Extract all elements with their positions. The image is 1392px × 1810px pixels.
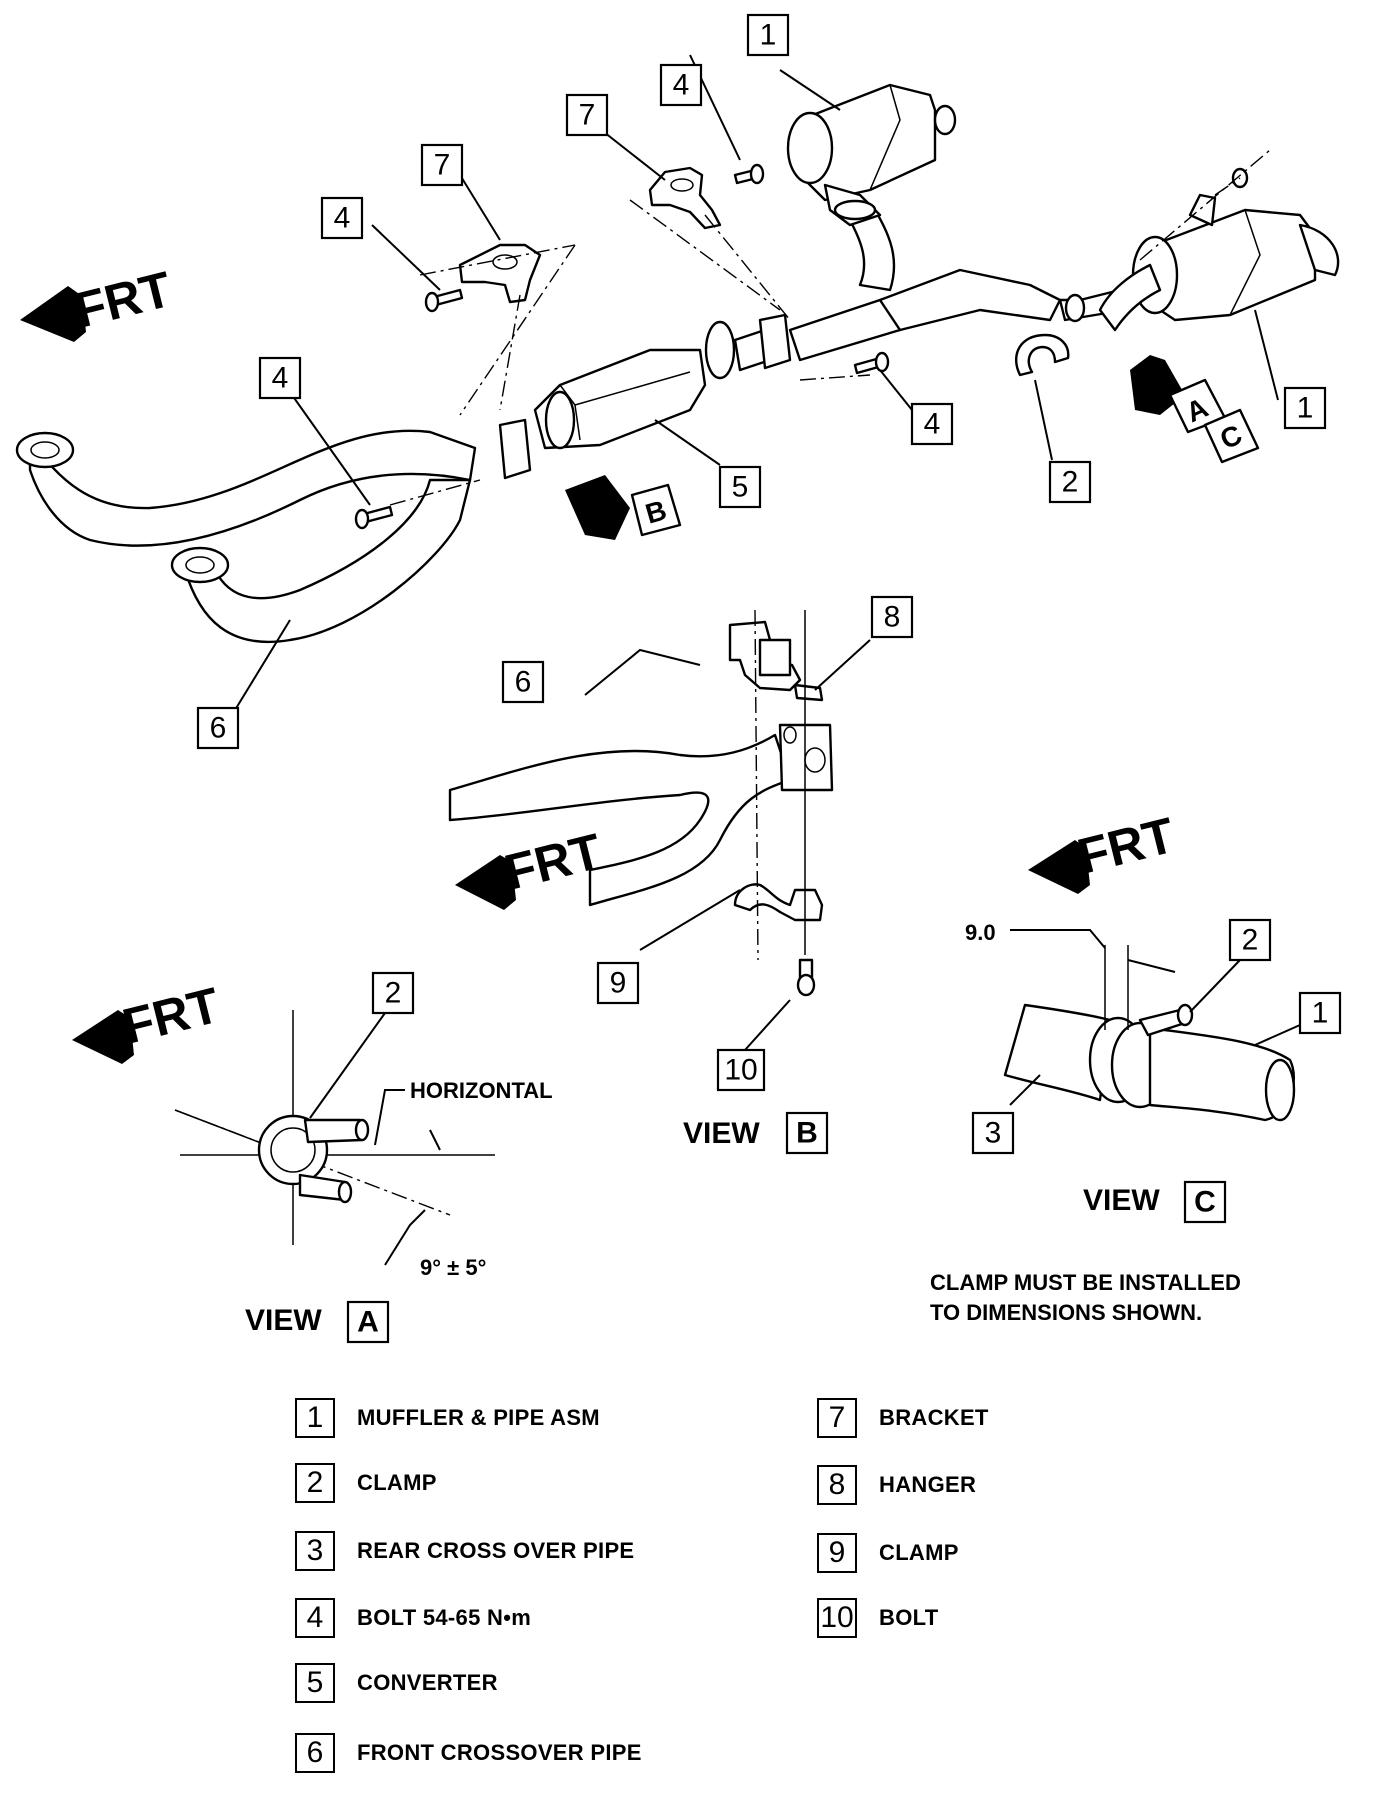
svg-text:A: A [357, 1306, 379, 1339]
muffler-right [1098, 193, 1340, 332]
svg-text:4: 4 [272, 362, 289, 395]
svg-text:5: 5 [732, 471, 749, 504]
svg-text:6: 6 [515, 666, 532, 699]
bracket-left [458, 243, 542, 304]
callout-2-view-a: 2 [371, 971, 415, 1015]
legend-item-7: 7 BRACKET [817, 1395, 989, 1441]
svg-text:2: 2 [385, 977, 402, 1010]
svg-text:1: 1 [1312, 997, 1329, 1030]
svg-text:1: 1 [1297, 392, 1314, 425]
svg-text:4: 4 [334, 202, 351, 235]
legend-item-9: 9 CLAMP [817, 1530, 959, 1576]
svg-text:1: 1 [760, 19, 777, 52]
svg-text:9: 9 [610, 967, 627, 1000]
svg-text:8: 8 [884, 601, 901, 634]
view-a-front-arrow: FRT [72, 977, 225, 1064]
bolt-a [424, 288, 464, 313]
callout-4-mid: 4 [258, 356, 302, 400]
view-a-detail: FRT HORIZONTAL 9° ± 5° 2 VIEW A [72, 971, 553, 1344]
svg-text:2: 2 [1062, 466, 1079, 499]
svg-text:FRT: FRT [69, 261, 177, 339]
front-crossover-pipe [15, 418, 532, 644]
legend-item-10: 10 BOLT [817, 1595, 938, 1641]
bracket-right [648, 166, 722, 230]
clamp-main [1015, 333, 1070, 377]
view-c-front-arrow: FRT [1028, 807, 1180, 894]
callout-4-right: 4 [910, 402, 954, 446]
parts-legend: 1 MUFFLER & PIPE ASM 2 CLAMP 3 REAR CROS… [295, 1395, 1095, 1805]
front-direction-arrow: FRT [20, 261, 177, 342]
legend-item-6: 6 FRONT CROSSOVER PIPE [295, 1730, 642, 1776]
svg-text:CLAMP MUST BE INSTALLED: CLAMP MUST BE INSTALLED [930, 1270, 1241, 1295]
svg-text:C: C [1194, 1186, 1216, 1219]
svg-text:HORIZONTAL: HORIZONTAL [410, 1078, 553, 1103]
svg-text:B: B [796, 1117, 818, 1150]
callout-5: 5 [718, 465, 762, 509]
muffler-left [786, 83, 957, 227]
view-b-front-arrow: FRT [455, 823, 607, 910]
callout-6-main: 6 [196, 706, 240, 750]
callout-1-right: 1 [1283, 386, 1327, 430]
callout-6-view-b: 6 [501, 660, 545, 704]
callout-2-main: 2 [1048, 460, 1092, 504]
callout-8: 8 [870, 595, 914, 639]
legend-item-5: 5 CONVERTER [295, 1660, 498, 1706]
svg-text:FRT: FRT [1072, 807, 1180, 885]
view-c-detail: FRT 9.0 2 1 3 [930, 807, 1342, 1325]
svg-text:7: 7 [434, 149, 451, 182]
callout-1-top: 1 [746, 13, 790, 57]
legend-item-1: 1 MUFFLER & PIPE ASM [295, 1395, 600, 1441]
svg-text:VIEW: VIEW [245, 1304, 322, 1337]
legend-item-2: 2 CLAMP [295, 1460, 437, 1506]
alignment-lines [389, 149, 1271, 506]
callout-3-view-c: 3 [971, 1111, 1015, 1155]
svg-text:4: 4 [673, 69, 690, 102]
view-arrow-b: B [565, 475, 682, 540]
svg-text:7: 7 [579, 99, 596, 132]
bolt-d [853, 351, 890, 375]
view-arrow-ac: A C [1130, 355, 1260, 464]
legend-item-8: 8 HANGER [817, 1462, 976, 1508]
svg-text:10: 10 [724, 1054, 757, 1087]
bolt-b [733, 163, 765, 185]
intermediate-pipe [788, 208, 1127, 362]
svg-text:TO DIMENSIONS SHOWN.: TO DIMENSIONS SHOWN. [930, 1300, 1202, 1325]
callout-10: 10 [716, 1048, 766, 1092]
callout-4-left: 4 [320, 196, 364, 240]
callout-4-top: 4 [659, 63, 703, 107]
svg-text:4: 4 [924, 408, 941, 441]
callout-7-right: 7 [565, 93, 609, 137]
main-leaders [234, 54, 1279, 711]
callout-2-view-c: 2 [1228, 918, 1272, 962]
bolt-c [354, 505, 394, 530]
svg-text:9° ± 5°: 9° ± 5° [420, 1255, 486, 1280]
svg-text:VIEW: VIEW [683, 1117, 760, 1150]
view-b-detail: FRT 8 6 9 [448, 595, 914, 1155]
catalytic-converter [533, 313, 792, 450]
callout-1-view-c: 1 [1298, 991, 1342, 1035]
callout-7-left: 7 [420, 143, 464, 187]
svg-text:FRT: FRT [117, 977, 225, 1055]
svg-text:3: 3 [985, 1117, 1002, 1150]
legend-item-3: 3 REAR CROSS OVER PIPE [295, 1528, 634, 1574]
svg-text:6: 6 [210, 712, 227, 745]
legend-item-4: 4 BOLT 54-65 N•m [295, 1595, 531, 1641]
callout-9: 9 [596, 961, 640, 1005]
svg-text:VIEW: VIEW [1083, 1184, 1160, 1217]
main-exploded-view: FRT [15, 13, 1340, 750]
svg-text:2: 2 [1242, 924, 1259, 957]
svg-text:9.0: 9.0 [965, 920, 996, 945]
